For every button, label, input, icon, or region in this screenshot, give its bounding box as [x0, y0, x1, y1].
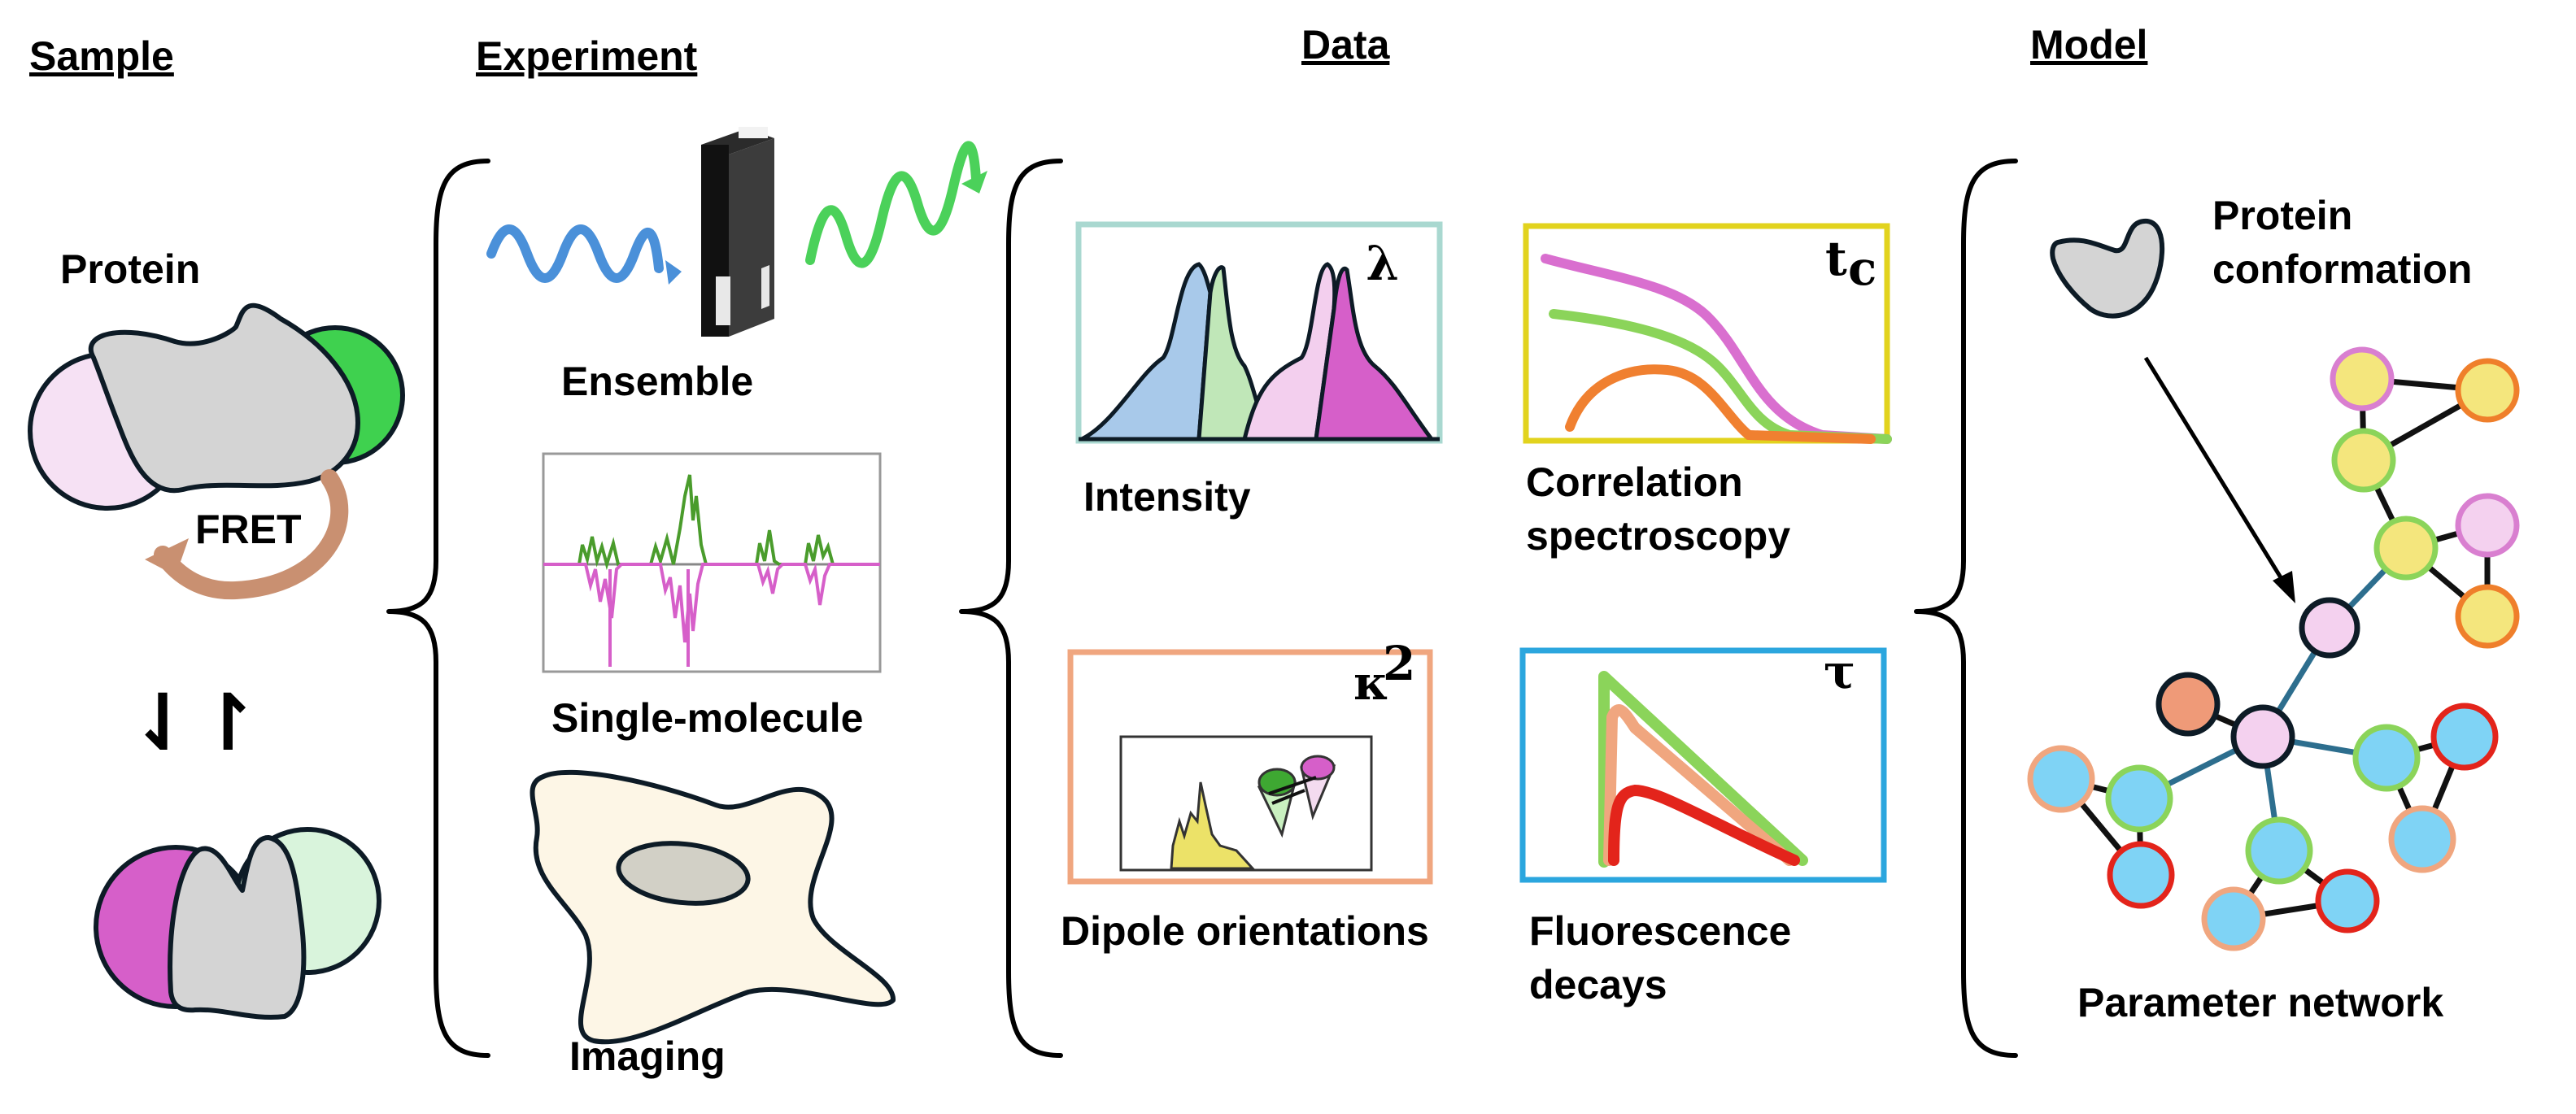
- experiment-brace: [386, 159, 490, 1058]
- network-node: [2388, 805, 2456, 873]
- conformation-label-line1: Protein: [2212, 193, 2352, 238]
- tau-symbol: τ: [1824, 644, 1855, 699]
- header-experiment: Experiment: [476, 33, 698, 79]
- cell-nucleus: [616, 841, 751, 906]
- fret-label: FRET: [195, 507, 302, 552]
- network-node: [2107, 841, 2175, 909]
- fret-arrow: [154, 469, 349, 600]
- protein-conformation-icon: [2050, 219, 2164, 319]
- intensity-label: Intensity: [1083, 474, 1251, 520]
- wavelength-symbol: λ: [1366, 236, 1399, 291]
- protein-label: Protein: [60, 246, 200, 292]
- network-node: [2155, 672, 2221, 737]
- cuvette-icon: [701, 127, 774, 337]
- single-molecule-trace: [542, 452, 882, 673]
- conformation-arrow: [2143, 356, 2288, 587]
- protein-shape: [88, 302, 360, 494]
- correlation-time-subscript: c: [1848, 241, 1876, 296]
- network-node: [2105, 764, 2173, 833]
- network-node: [2331, 428, 2396, 493]
- fluorescence-panel: τ: [1519, 644, 1887, 883]
- correlation-time-symbol: t: [1825, 231, 1847, 286]
- network-node: [2455, 493, 2520, 558]
- network-node: [2201, 886, 2266, 951]
- kappa-symbol: κ: [1353, 655, 1388, 711]
- conformation-arrowhead: [2273, 571, 2295, 603]
- emission-arrowhead: [961, 171, 987, 194]
- cell-image: [530, 769, 896, 1045]
- cell-body: [530, 769, 896, 1045]
- network-node-central: [2299, 597, 2360, 659]
- ensemble-label: Ensemble: [561, 359, 753, 404]
- imaging-label: Imaging: [569, 1033, 726, 1079]
- correlation-label-line2: spectroscopy: [1526, 513, 1790, 559]
- conformation-label-line2: conformation: [2212, 246, 2472, 292]
- network-node: [2455, 358, 2520, 423]
- dipole-panel: κ 2: [1067, 636, 1433, 885]
- kappa-superscript: 2: [1383, 636, 1415, 691]
- network-label: Parameter network: [2077, 980, 2443, 1025]
- intensity-panel: λ: [1075, 221, 1443, 444]
- equilibrium-arrows-icon: ⇃↾: [130, 677, 261, 768]
- emission-wave: [805, 141, 981, 268]
- fret-protein-state-2: [94, 827, 381, 1020]
- network-node: [2455, 584, 2520, 649]
- network-node: [2027, 745, 2095, 813]
- network-node: [2373, 516, 2439, 581]
- header-sample: Sample: [29, 33, 174, 79]
- network-node: [2330, 346, 2395, 411]
- dipole-label: Dipole orientations: [1061, 908, 1429, 954]
- fluorescence-label-line2: decays: [1529, 962, 1667, 1007]
- network-node: [2352, 724, 2421, 792]
- network-node: [2430, 703, 2499, 771]
- fret-protein-state-1: FRET: [28, 302, 405, 600]
- excitation-wave: [486, 224, 664, 283]
- protein-shape-2: [168, 835, 307, 1020]
- network-node: [2315, 868, 2380, 933]
- single-molecule-label: Single-molecule: [551, 695, 863, 741]
- header-model: Model: [2030, 22, 2147, 67]
- correlation-label-line1: Correlation: [1526, 459, 1743, 505]
- parameter-network: [2027, 346, 2520, 951]
- excitation-arrowhead: [665, 260, 682, 285]
- header-data: Data: [1301, 22, 1391, 67]
- network-node-hub: [2230, 704, 2295, 769]
- data-brace: [959, 159, 1063, 1058]
- network-node: [2245, 816, 2313, 885]
- network-nodes: [2027, 346, 2520, 951]
- fluorescence-label-line1: Fluorescence: [1529, 908, 1791, 954]
- fret-arrowhead: [145, 538, 189, 576]
- correlation-panel: t c: [1523, 223, 1892, 444]
- model-brace: [1914, 159, 2018, 1058]
